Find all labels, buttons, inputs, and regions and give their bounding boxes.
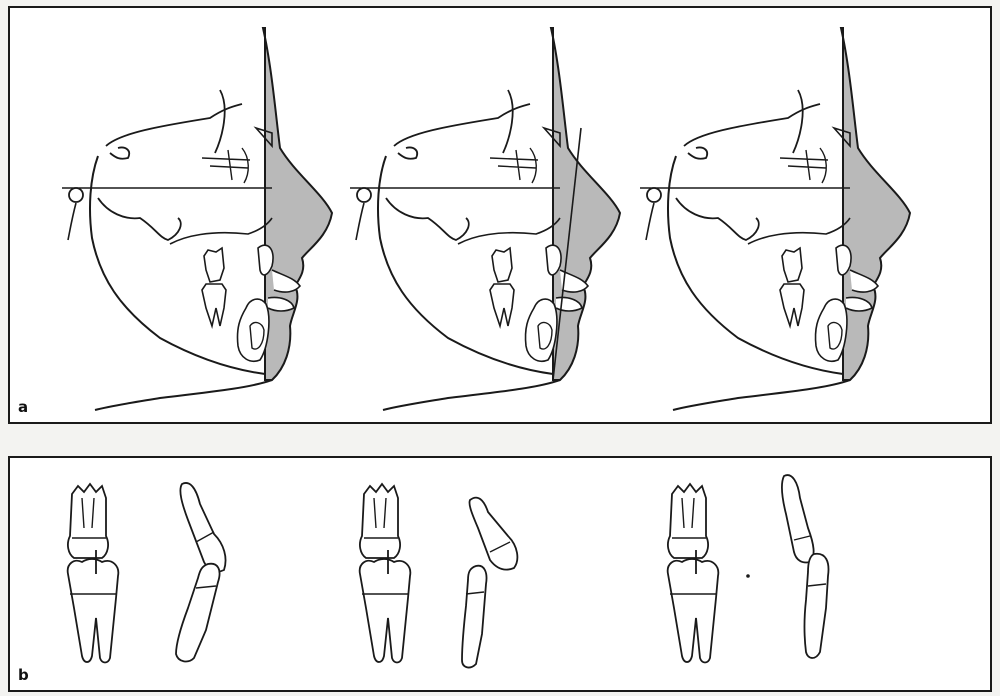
cephalometric-tracings-svg — [10, 8, 990, 422]
page-gap — [8, 426, 992, 454]
panel-a-cephalometric-tracings: a — [8, 6, 992, 424]
profile-tracing-3 — [640, 28, 910, 410]
profile-tracing-2 — [350, 28, 620, 410]
panel-label-a: a — [18, 398, 28, 416]
occlusion-diagram-3 — [668, 475, 829, 662]
panel-b-tooth-relationships: b — [8, 456, 992, 692]
panel-label-b: b — [18, 666, 29, 684]
profile-tracing-1 — [62, 28, 332, 410]
tooth-relationships-svg — [10, 458, 990, 690]
occlusion-diagram-2 — [360, 484, 518, 667]
occlusion-diagram-1 — [68, 483, 226, 663]
